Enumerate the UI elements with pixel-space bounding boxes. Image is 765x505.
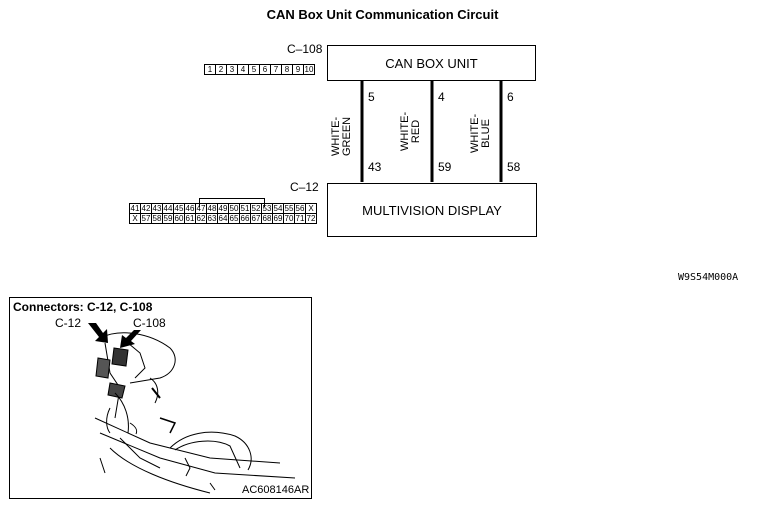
connector-pin: 56 (295, 204, 306, 213)
c12-callout: C-12 (55, 316, 82, 330)
connector-pin: 8 (282, 65, 293, 74)
wire-1-bottom-pin: 43 (368, 160, 382, 174)
connector-pin: X (130, 214, 141, 223)
connector-location-figure: Connectors: C-12, C-108 C-12 C-108 (9, 297, 312, 499)
c108-callout: C-108 (133, 316, 166, 330)
wire-2-bottom-pin: 59 (438, 160, 452, 174)
multivision-display-label: MULTIVISION DISPLAY (362, 202, 502, 218)
connector-pin: 2 (216, 65, 227, 74)
connector-pin: 7 (271, 65, 282, 74)
connector-pin: 1 (205, 65, 216, 74)
figure-reference: W9S54M000A (678, 272, 739, 283)
connector-pin: 43 (152, 204, 163, 213)
connector-pin: 5 (249, 65, 260, 74)
wire-3-bottom-pin: 58 (507, 160, 521, 174)
display-connector-label: C–12 (290, 180, 319, 194)
wire-1-color-label: WHITE- GREEN (330, 116, 353, 156)
connector-pin: 64 (218, 214, 229, 223)
can-box-unit-label: CAN BOX UNIT (385, 55, 478, 71)
connector-pin: 42 (141, 204, 152, 213)
wire-1-top-pin: 5 (368, 90, 375, 104)
connector-pin: 49 (218, 204, 229, 213)
console-illustration (88, 323, 296, 494)
connector-pin: 70 (284, 214, 295, 223)
connector-pin: 58 (152, 214, 163, 223)
wire-3-color-label: WHITE- BLUE (469, 113, 492, 153)
figure-code: AC608146AR (242, 484, 310, 496)
connector-pin: 61 (185, 214, 196, 223)
connector-key (199, 198, 265, 207)
connector-pin: 66 (240, 214, 251, 223)
diagram-title: CAN Box Unit Communication Circuit (266, 7, 499, 22)
connector-pin: 59 (163, 214, 174, 223)
connector-figure-title: Connectors: C-12, C-108 (13, 300, 153, 314)
multivision-display: MULTIVISION DISPLAY (327, 183, 537, 237)
connector-pin: 47 (196, 204, 207, 213)
arrow-c12-icon (88, 323, 108, 343)
connector-pin: 52 (251, 204, 262, 213)
connector-pin: 51 (240, 204, 251, 213)
connector-pin: 50 (229, 204, 240, 213)
arrow-c108-icon (120, 330, 141, 348)
connector-pin: 41 (130, 204, 141, 213)
connector-pin: 48 (207, 204, 218, 213)
connector-pin: 4 (238, 65, 249, 74)
connector-pin: 9 (293, 65, 304, 74)
connector-pin: 69 (273, 214, 284, 223)
wire-3-top-pin: 6 (507, 90, 514, 104)
connector-pin: 46 (185, 204, 196, 213)
connector-pin: 53 (262, 204, 273, 213)
connector-pin: 10 (304, 65, 314, 74)
connector-pin: 57 (141, 214, 152, 223)
connector-pin: 62 (196, 214, 207, 223)
connector-pin: 65 (229, 214, 240, 223)
wire-2-top-pin: 4 (438, 90, 445, 104)
connector-pin: 55 (284, 204, 295, 213)
connector-pin: 67 (251, 214, 262, 223)
connector-pin: 45 (174, 204, 185, 213)
connector-pin: 44 (163, 204, 174, 213)
connector-pin: X (308, 204, 314, 213)
connector-pin: 63 (207, 214, 218, 223)
connector-pin: 68 (262, 214, 273, 223)
can-box-unit: CAN BOX UNIT (327, 45, 536, 81)
can-box-connector-label: C–108 (287, 42, 323, 56)
connector-pin: 60 (174, 214, 185, 223)
wire-2-color-label: WHITE- RED (399, 111, 422, 151)
connector-pin: 3 (227, 65, 238, 74)
connector-pin: 72 (306, 214, 316, 223)
connector-pin: 6 (260, 65, 271, 74)
connector-pin: 71 (295, 214, 306, 223)
connector-pin: 54 (273, 204, 284, 213)
